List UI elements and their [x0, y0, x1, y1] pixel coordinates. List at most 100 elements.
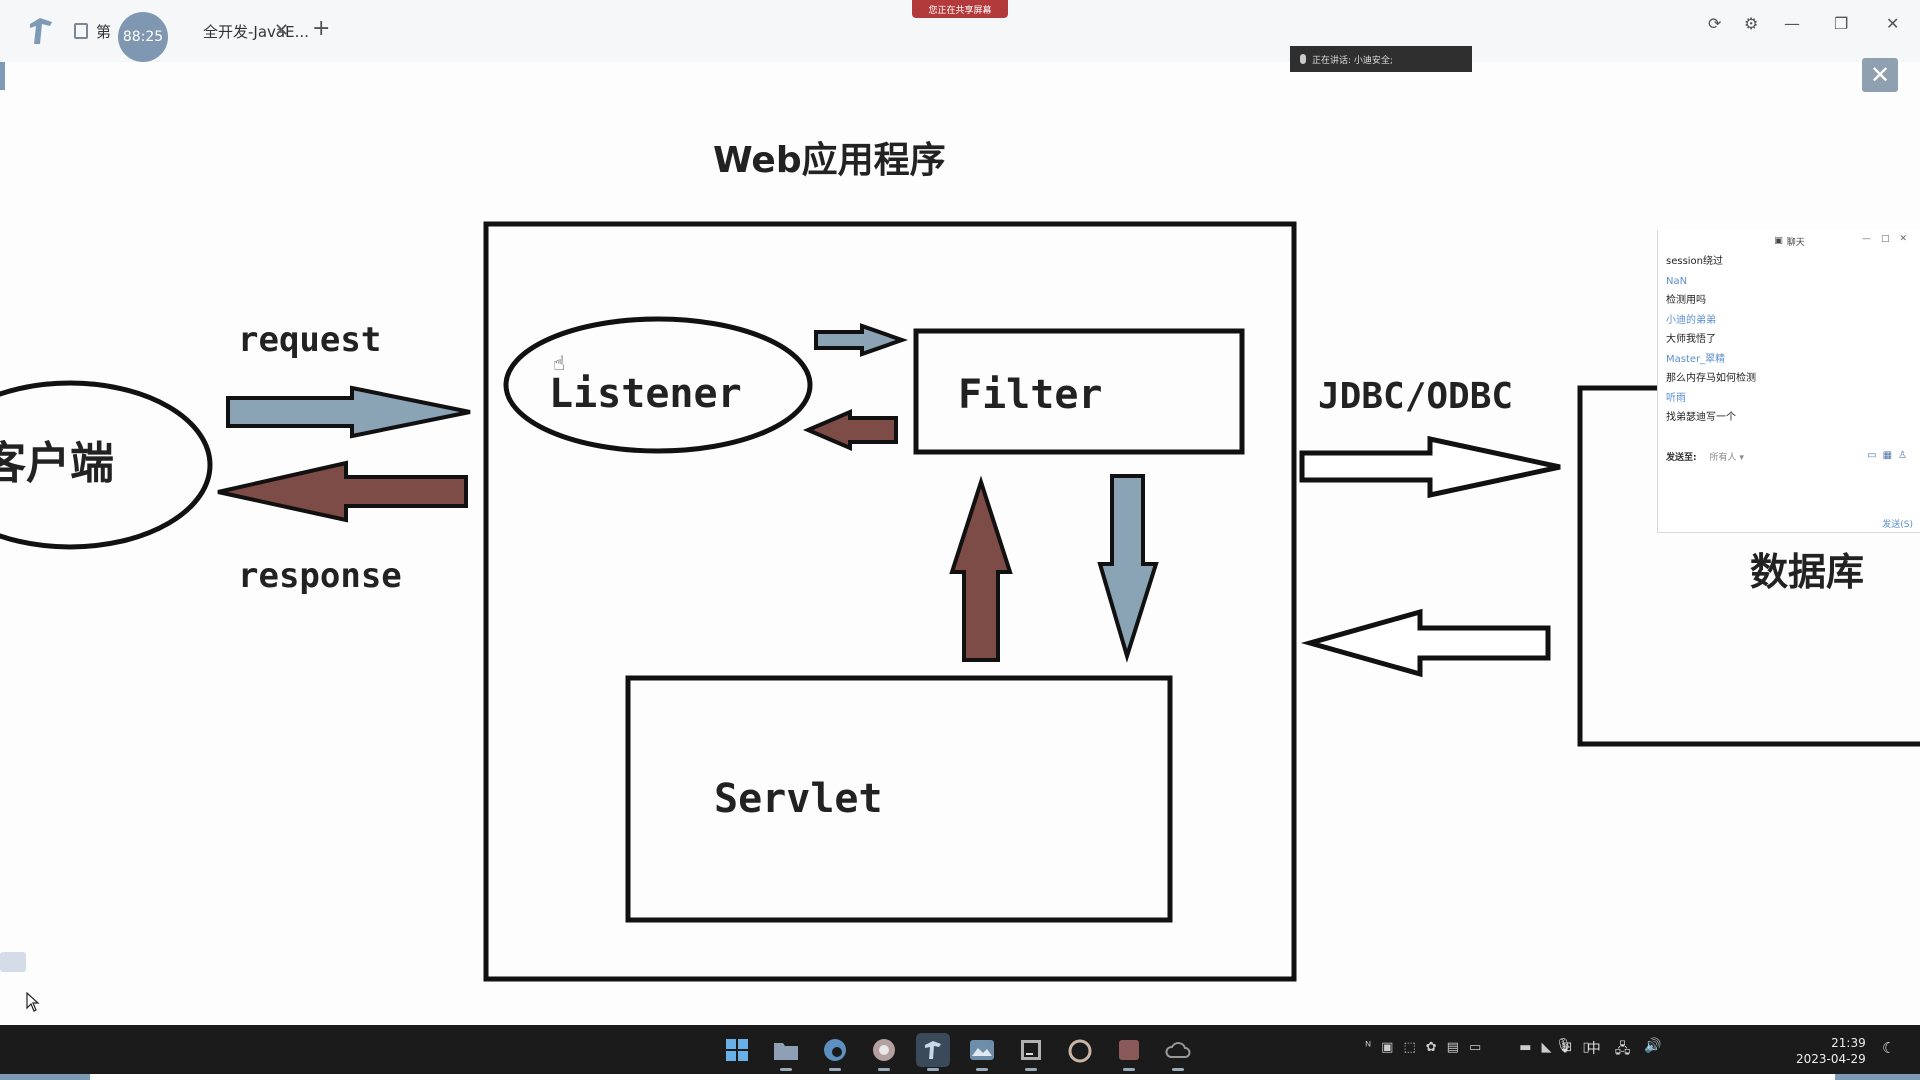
- speaking-text: 正在讲话: 小迪安全;: [1312, 55, 1393, 66]
- chat-tools[interactable]: ▭▦♙: [1867, 450, 1913, 461]
- user-icon[interactable]: ♙: [1898, 450, 1913, 461]
- request-arrow: [226, 385, 471, 439]
- system-tray-apps: ᴺ ▣ ⬚ ✿ ▤ ▭ ▬ ◣ ⊞ ▯: [1365, 1040, 1590, 1055]
- tab-title: 全开发-JavaE...: [203, 22, 309, 41]
- start-icon[interactable]: [720, 1033, 754, 1067]
- mouse-cursor-icon: [26, 992, 40, 1012]
- ime-indicator[interactable]: 中: [1586, 1041, 1601, 1057]
- folder-icon[interactable]: ▭: [1867, 450, 1883, 461]
- send-to-label: 发送至:: [1666, 453, 1697, 463]
- tab-close-icon[interactable]: ✕: [274, 20, 290, 41]
- chat-message: 找弟瑟迪写一个: [1666, 412, 1736, 423]
- chat-message: 检测用吗: [1666, 295, 1706, 306]
- meeting-tray-icon[interactable]: ⬚: [1403, 1040, 1416, 1055]
- close-window-button[interactable]: ✕: [1886, 14, 1900, 33]
- taskbar-apps: [720, 1033, 1195, 1071]
- chrome-icon[interactable]: [867, 1033, 901, 1071]
- cloud-app-icon[interactable]: [1161, 1033, 1195, 1071]
- network-icon[interactable]: 🖧: [1614, 1041, 1631, 1057]
- refresh-icon[interactable]: ⟳: [1708, 14, 1722, 33]
- architecture-diagram: Web应用程序 客户端 request response Listener Fi…: [0, 140, 1920, 982]
- hand-cursor-icon: ☝: [553, 351, 565, 375]
- clock-date: 2023-04-29: [1796, 1052, 1866, 1066]
- chat-message: session绕过: [1666, 256, 1724, 267]
- send-to-selector[interactable]: 发送至: 所有人 ▾: [1666, 450, 1744, 463]
- chat-sender: 小迪的弟弟: [1666, 314, 1716, 326]
- settings-tray-icon[interactable]: ✿: [1425, 1040, 1437, 1055]
- tab-current[interactable]: 第 全开发-JavaE...: [74, 14, 309, 48]
- speaking-indicator: 正在讲话: 小迪安全;: [1290, 46, 1472, 72]
- notification-icon[interactable]: ☾: [1882, 1039, 1896, 1057]
- chat-message: 大师我悟了: [1666, 334, 1716, 345]
- document-icon: [74, 23, 88, 39]
- clock-time: 21:39: [1831, 1036, 1866, 1050]
- filter-to-listener-arrow: [802, 408, 898, 452]
- listener-to-filter-arrow: [814, 323, 909, 357]
- response-label: response: [238, 556, 402, 596]
- display-tray-icon[interactable]: ▭: [1468, 1040, 1482, 1055]
- servlet-to-filter-arrow: [949, 475, 1013, 662]
- usb-tray-icon[interactable]: ▯: [1582, 1040, 1590, 1055]
- listener-ellipse: [503, 316, 813, 454]
- screen-sharing-badge[interactable]: 您正在共享屏幕: [912, 0, 1008, 18]
- jdbc-label: JDBC/ODBC: [1318, 376, 1513, 417]
- chat-title: 聊天: [1786, 237, 1805, 248]
- new-tab-button[interactable]: +: [312, 16, 331, 41]
- diagram-title: Web应用程序: [713, 140, 946, 181]
- settings-icon[interactable]: ⚙: [1744, 14, 1759, 33]
- minimize-button[interactable]: —: [1784, 14, 1800, 33]
- to-database-arrow: [1299, 435, 1561, 499]
- chat-icon: ▣: [1774, 236, 1783, 246]
- photos-icon[interactable]: [965, 1033, 999, 1071]
- window-bottom-accent: [1835, 1074, 1920, 1080]
- database-label: 数据库: [1750, 550, 1864, 594]
- tab-prefix: 第: [96, 22, 112, 41]
- app-logo-icon: [30, 18, 52, 44]
- chat-sender: NaN: [1666, 275, 1688, 287]
- monitor-tray-icon[interactable]: ▬: [1519, 1040, 1532, 1055]
- pinned-tray-icon[interactable]: ⊞: [1561, 1040, 1573, 1055]
- image-icon[interactable]: ▦: [1882, 450, 1899, 461]
- chat-message: 那么内存马如何检测: [1666, 373, 1756, 384]
- web-app-container: [483, 221, 1297, 982]
- client-label: 客户端: [0, 438, 114, 489]
- from-database-arrow: [1300, 608, 1551, 678]
- restore-button[interactable]: ❐: [1834, 14, 1849, 33]
- volume-icon[interactable]: 🔊: [1644, 1038, 1662, 1054]
- chat-window-controls[interactable]: —□✕: [1861, 234, 1917, 244]
- file-explorer-icon[interactable]: [769, 1033, 803, 1071]
- window-bottom-accent: [0, 1074, 90, 1080]
- chat-header: ▣ 聊天 —□✕: [1658, 230, 1920, 252]
- app-icon[interactable]: [1112, 1033, 1146, 1071]
- chat-sender: Master_翠精: [1666, 353, 1726, 365]
- database-box: [1577, 385, 1920, 747]
- browser-icon[interactable]: [1063, 1033, 1097, 1067]
- edge-icon[interactable]: [818, 1033, 852, 1071]
- filter-to-servlet-arrow: [1097, 474, 1159, 663]
- chat-panel: ▣ 聊天 —□✕ session绕过 NaN 检测用吗 小迪的弟弟 大师我悟了 …: [1657, 230, 1920, 533]
- app-tray-icon[interactable]: ▤: [1446, 1040, 1459, 1055]
- nvidia-icon[interactable]: ᴺ: [1365, 1040, 1372, 1055]
- taskbar: ᴺ ▣ ⬚ ✿ ▤ ▭ ▬ ◣ ⊞ ▯ 🎙 中 🖧 🔊 21:39 2023-0…: [0, 1025, 1920, 1074]
- recording-timer[interactable]: 88:25: [118, 12, 168, 62]
- microphone-icon[interactable]: 🎙: [1555, 1038, 1573, 1054]
- clock[interactable]: 21:39 2023-04-29: [1796, 1035, 1866, 1067]
- stop-share-button[interactable]: ✕: [1862, 58, 1898, 92]
- listener-label: Listener: [549, 371, 742, 417]
- intellij-icon[interactable]: [1014, 1033, 1048, 1071]
- system-indicators: 🎙 中 🖧 🔊: [1555, 1038, 1662, 1062]
- response-arrow: [217, 460, 468, 523]
- servlet-box: [625, 675, 1173, 923]
- filter-label: Filter: [958, 372, 1103, 418]
- chat-sender: 听雨: [1666, 392, 1686, 404]
- keyboard-icon[interactable]: [0, 952, 26, 972]
- send-button[interactable]: 发送(S): [1882, 520, 1913, 530]
- filter-box: [913, 328, 1245, 455]
- photos-tray-icon[interactable]: ▣: [1381, 1040, 1394, 1055]
- camera-tray-icon[interactable]: ◣: [1541, 1040, 1552, 1055]
- servlet-label: Servlet: [714, 776, 883, 822]
- tencent-meeting-icon[interactable]: [916, 1033, 950, 1071]
- send-to-value[interactable]: 所有人 ▾: [1709, 453, 1744, 463]
- mic-icon: [1300, 54, 1306, 64]
- request-label: request: [238, 320, 381, 360]
